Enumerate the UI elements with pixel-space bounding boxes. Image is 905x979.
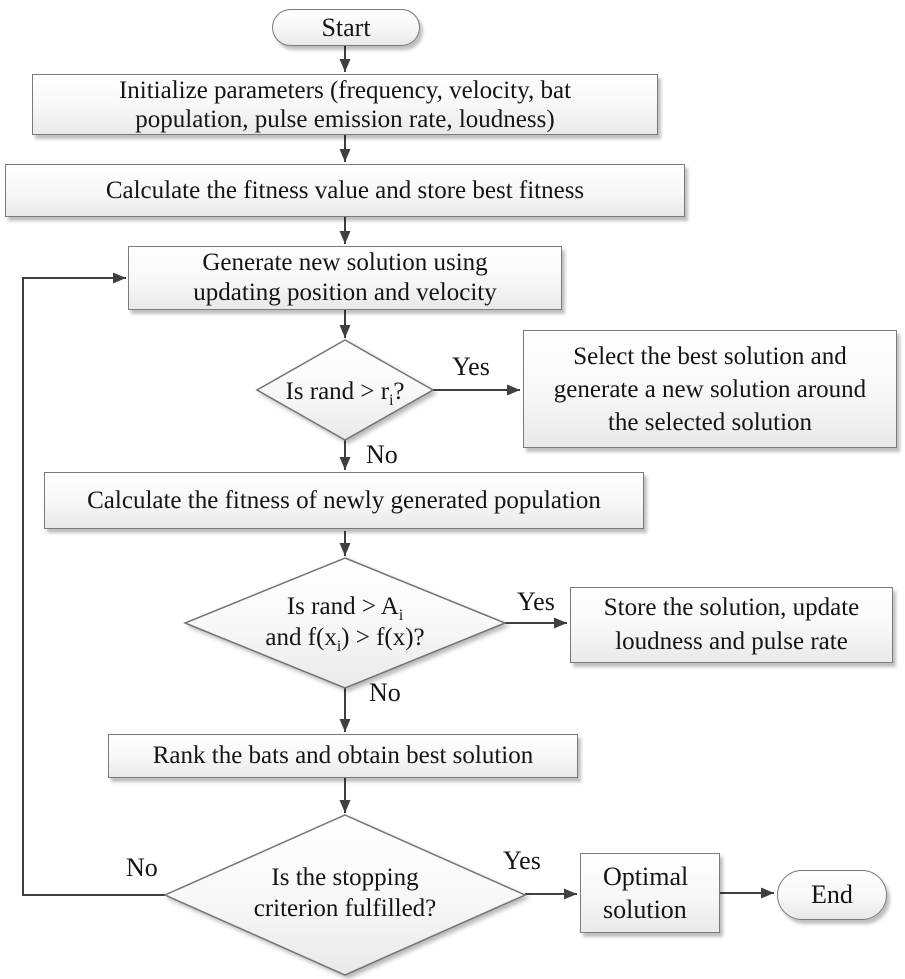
decision-loudness-line2: and f(xi) > f(x)? — [265, 624, 425, 655]
store-solution-line2: loudness and pulse rate — [615, 628, 848, 655]
init-parameters-box: Initialize parameters (frequency, veloci… — [32, 74, 658, 135]
store-solution-line1: Store the solution, update — [603, 594, 860, 621]
calc-new-fitness-line1: Calculate the fitness of newly generated… — [87, 486, 601, 514]
generate-solution-line2: updating position and velocity — [193, 279, 497, 306]
rank-bats-box: Rank the bats and obtain best solution — [108, 734, 578, 778]
decision-rand-r-shape — [255, 339, 435, 441]
store-solution-box: Store the solution, update loudness and … — [570, 587, 893, 663]
init-parameters-line1: Initialize parameters (frequency, veloci… — [118, 76, 572, 104]
rank-bats-line1: Rank the bats and obtain best solution — [152, 742, 534, 769]
decision-stop-shape — [163, 814, 527, 976]
calc-fitness-line1: Calculate the fitness value and store be… — [105, 176, 585, 204]
decision2-no-label: No — [369, 678, 401, 707]
decision-loudness-line1: Is rand > Ai — [286, 593, 404, 624]
decision-loudness-shape — [183, 557, 507, 689]
select-best-line3: the selected solution — [607, 408, 813, 436]
generate-solution-line1: Generate new solution using — [202, 249, 488, 276]
calc-new-fitness-box: Calculate the fitness of newly generated… — [44, 472, 644, 529]
decision2-yes-label: Yes — [517, 587, 555, 616]
select-best-box: Select the best solution and generate a … — [523, 330, 897, 448]
end-terminator: End — [777, 870, 887, 920]
select-best-line2: generate a new solution around — [553, 375, 867, 403]
decision-stop-line1: Is the stopping — [271, 864, 419, 891]
optimal-solution-line1: Optimal — [603, 862, 689, 891]
decision3-yes-label: Yes — [503, 846, 541, 875]
start-label: Start — [321, 12, 371, 42]
decision-stop-text: Is the stopping criterion fulfilled? — [235, 862, 455, 924]
optimal-solution-box: Optimal solution — [580, 853, 720, 933]
end-label: End — [811, 880, 853, 909]
edge-decision3-no-loop — [22, 272, 165, 896]
optimal-solution-line2: solution — [603, 895, 687, 924]
decision-stop-line2: criterion fulfilled? — [253, 895, 437, 922]
init-parameters-line2: population, pulse emission rate, loudnes… — [135, 105, 555, 133]
calc-fitness-box: Calculate the fitness value and store be… — [5, 164, 685, 217]
decision-loudness-text: Is rand > Ai and f(xi) > f(x)? — [225, 591, 465, 655]
select-best-line1: Select the best solution and — [573, 342, 847, 370]
decision-rand-r-text: Is rand > ri? — [285, 378, 405, 409]
decision1-yes-label: Yes — [452, 352, 490, 381]
start-terminator: Start — [272, 9, 420, 46]
decision1-no-label: No — [366, 440, 398, 469]
generate-solution-box: Generate new solution using updating pos… — [128, 246, 562, 310]
decision3-no-label: No — [126, 853, 158, 882]
